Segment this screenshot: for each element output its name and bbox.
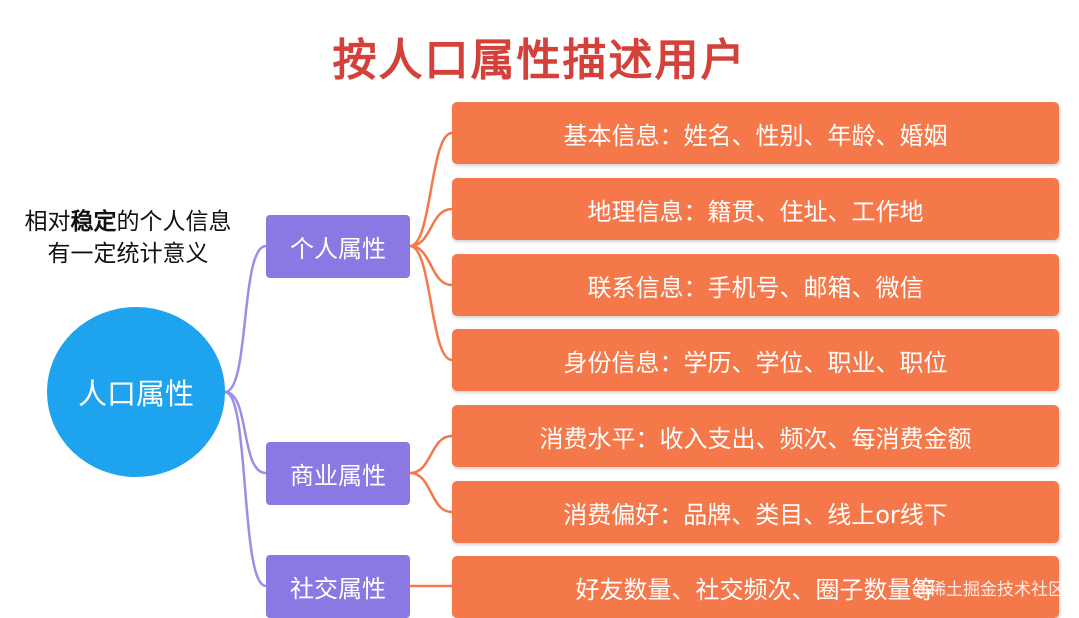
link-root-personal	[224, 244, 267, 394]
leaf-social-info: 好友数量、社交频次、圈子数量等	[452, 556, 1059, 618]
leaf-geo-info: 地理信息：籍贯、住址、工作地	[452, 178, 1059, 240]
link-business-level	[409, 434, 453, 475]
category-business: 商业属性	[266, 442, 410, 505]
note-line-1: 相对稳定的个人信息	[24, 209, 232, 235]
link-root-business	[224, 390, 267, 475]
link-root-social	[224, 390, 267, 588]
leaf-contact-info: 联系信息：手机号、邮箱、微信	[452, 254, 1059, 316]
link-business-pref	[409, 471, 453, 514]
category-personal: 个人属性	[266, 215, 410, 278]
annotation-note: 相对稳定的个人信息 有一定统计意义	[8, 206, 248, 270]
leaf-basic-info: 基本信息：姓名、性别、年龄、婚姻	[452, 102, 1059, 164]
leaf-consumption-level: 消费水平：收入支出、频次、每消费金额	[452, 405, 1059, 467]
link-personal-basic	[409, 131, 453, 248]
category-social: 社交属性	[266, 555, 410, 618]
leaf-consumption-preference: 消费偏好：品牌、类目、线上or线下	[452, 481, 1059, 543]
watermark: @稀土掘金技术社区	[912, 580, 1065, 600]
root-node: 人口属性	[47, 307, 225, 477]
note-line-2: 有一定统计意义	[47, 241, 209, 267]
leaf-identity-info: 身份信息：学历、学位、职业、职位	[452, 329, 1059, 391]
link-personal-identity	[409, 244, 453, 362]
link-personal-contact	[409, 244, 453, 287]
link-personal-geo	[409, 207, 453, 248]
page-title: 按人口属性描述用户	[332, 35, 747, 86]
